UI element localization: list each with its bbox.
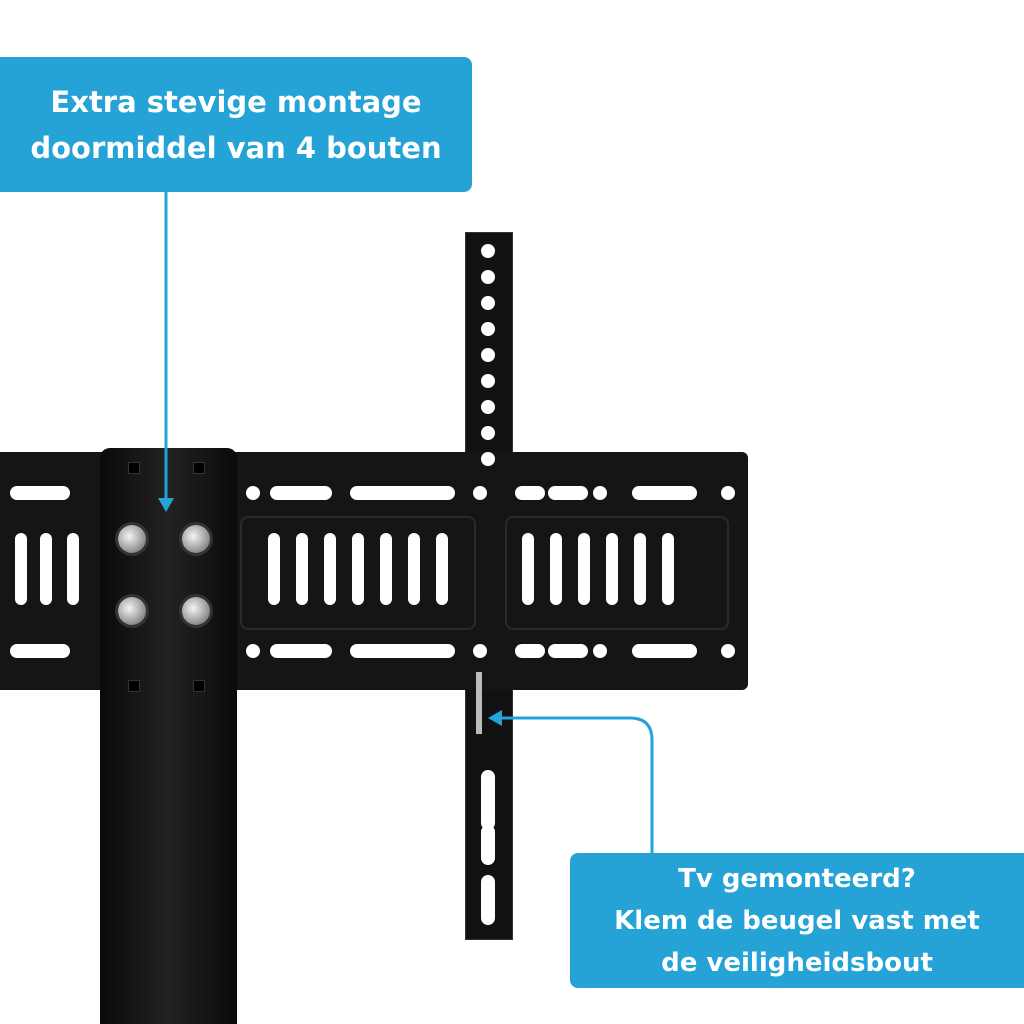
mount-slot bbox=[296, 533, 308, 605]
mount-slot bbox=[408, 533, 420, 605]
mount-slot bbox=[10, 486, 70, 500]
mount-slot bbox=[350, 486, 455, 500]
mount-hole bbox=[481, 296, 495, 310]
callout-safety-line3: de veiligheidsbout bbox=[661, 947, 933, 978]
mount-hole bbox=[721, 486, 735, 500]
mount-slot bbox=[436, 533, 448, 605]
callout-mounting-line2: doormiddel van 4 bouten bbox=[30, 130, 442, 165]
mount-slot bbox=[548, 644, 588, 658]
mount-slot bbox=[67, 533, 79, 605]
mount-slot bbox=[632, 644, 697, 658]
mount-slot bbox=[550, 533, 562, 605]
mount-slot bbox=[632, 486, 697, 500]
mount-slot bbox=[352, 533, 364, 605]
mount-hole bbox=[481, 270, 495, 284]
mount-hole bbox=[721, 644, 735, 658]
mount-slot bbox=[481, 825, 495, 865]
callout-mounting-line1: Extra stevige montage bbox=[50, 84, 422, 119]
mount-slot bbox=[380, 533, 392, 605]
mount-slot bbox=[515, 644, 545, 658]
mount-slot bbox=[634, 533, 646, 605]
callout-safety-line2: Klem de beugel vast met bbox=[614, 905, 980, 936]
arrow-down-icon bbox=[158, 498, 174, 512]
mount-hole bbox=[481, 400, 495, 414]
mount-hole bbox=[473, 644, 487, 658]
mount-hole bbox=[481, 374, 495, 388]
mount-slot bbox=[481, 770, 495, 830]
bolt bbox=[118, 525, 146, 553]
mount-slot bbox=[268, 533, 280, 605]
bolt bbox=[182, 525, 210, 553]
mount-slot bbox=[324, 533, 336, 605]
mount-slot bbox=[606, 533, 618, 605]
mount-slot bbox=[270, 486, 332, 500]
mount-slot bbox=[662, 533, 674, 605]
safety-bolt bbox=[476, 672, 482, 734]
mount-hole bbox=[481, 452, 495, 466]
mount-hole bbox=[473, 486, 487, 500]
mount-hole bbox=[481, 322, 495, 336]
mount-slot bbox=[270, 644, 332, 658]
mount-hole bbox=[481, 426, 495, 440]
callout-mounting: Extra stevige montage doormiddel van 4 b… bbox=[0, 57, 472, 192]
callout-safety-bolt: Tv gemonteerd? Klem de beugel vast met d… bbox=[570, 853, 1024, 988]
mount-hole bbox=[593, 644, 607, 658]
mount-hole bbox=[481, 348, 495, 362]
bolt bbox=[182, 597, 210, 625]
mount-hole bbox=[481, 244, 495, 258]
mount-slot bbox=[10, 644, 70, 658]
bolt bbox=[118, 597, 146, 625]
callout-safety-line1: Tv gemonteerd? bbox=[678, 863, 916, 894]
mount-slot bbox=[40, 533, 52, 605]
mount-slot bbox=[350, 644, 455, 658]
arrow-left-icon bbox=[488, 710, 502, 726]
mount-slot bbox=[578, 533, 590, 605]
mount-slot bbox=[15, 533, 27, 605]
mount-slot bbox=[515, 486, 545, 500]
mount-hole bbox=[246, 644, 260, 658]
mount-slot bbox=[548, 486, 588, 500]
mount-hole bbox=[593, 486, 607, 500]
mount-slot bbox=[481, 875, 495, 925]
mount-slot bbox=[522, 533, 534, 605]
mount-hole bbox=[246, 486, 260, 500]
